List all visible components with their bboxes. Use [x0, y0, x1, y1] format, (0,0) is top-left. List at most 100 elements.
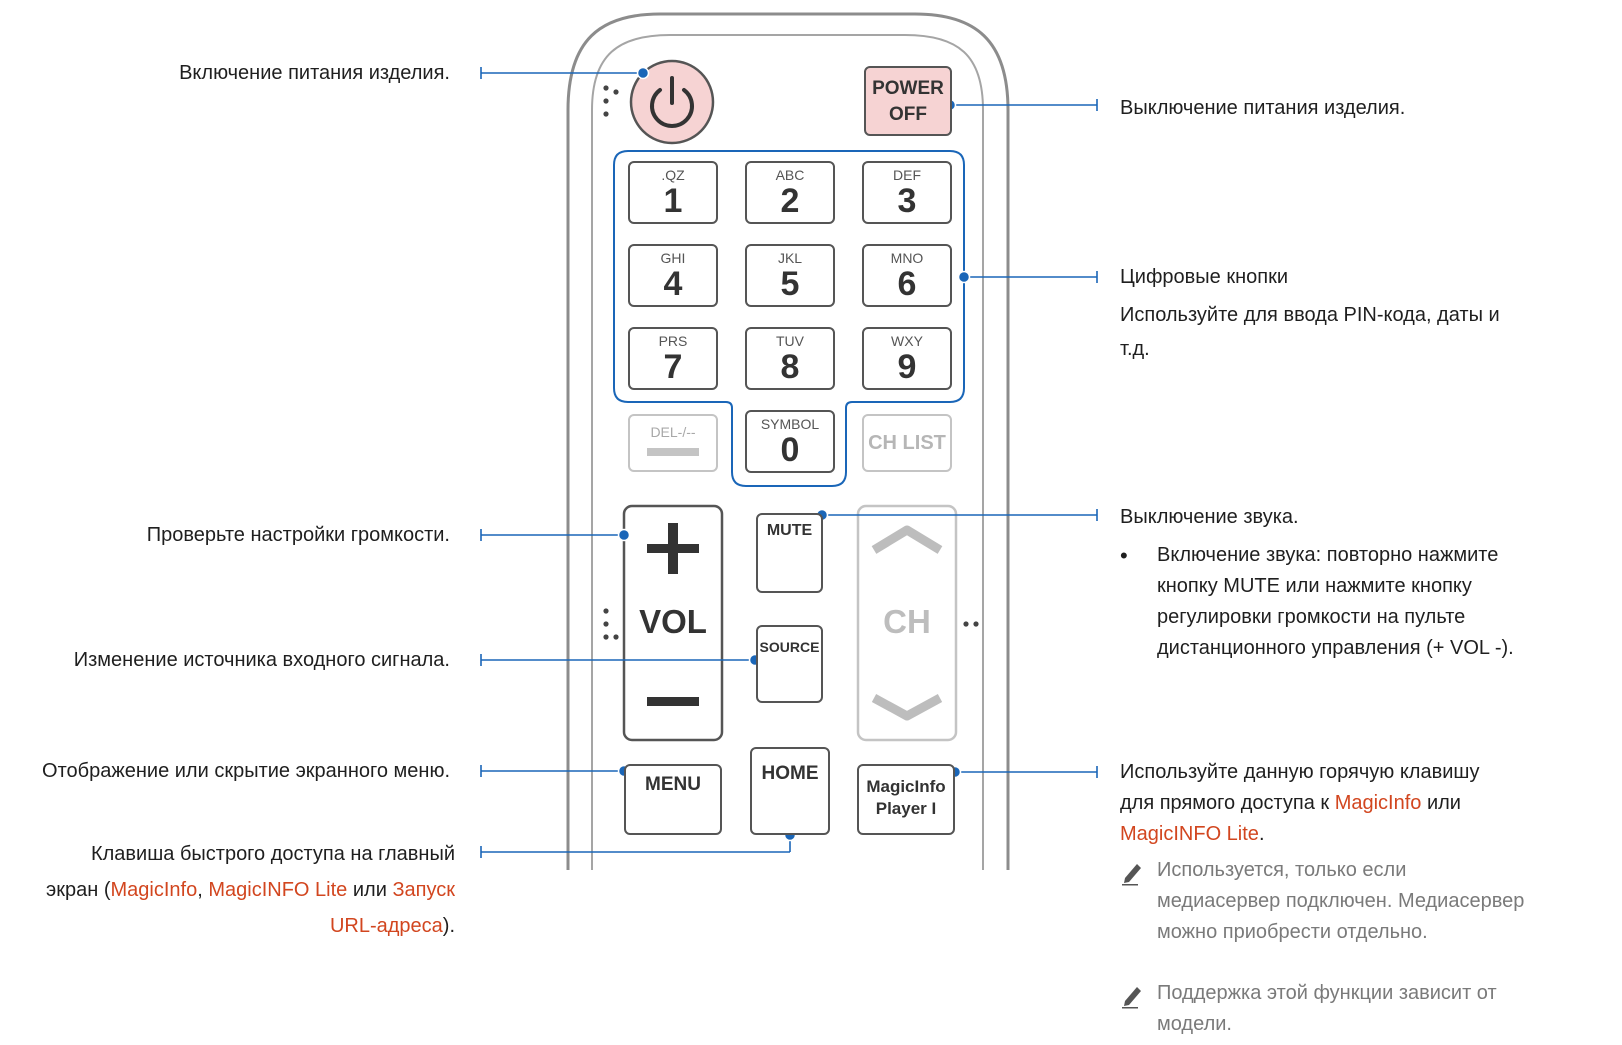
digit-group-outline	[613, 150, 965, 487]
power-icon	[650, 76, 694, 128]
digit-label: 4	[663, 265, 683, 303]
ch-list-label: CH LIST	[868, 432, 946, 454]
magic-text-end: .	[1258, 823, 1265, 845]
chevron-up-icon	[871, 525, 943, 554]
power-off-label-line2: OFF	[889, 104, 927, 125]
callout-home: Клавиша быстрого доступа на главный экра…	[0, 836, 455, 944]
digit-sub-label: MNO	[890, 250, 924, 266]
digit-6-button[interactable]: MNO 6	[862, 244, 952, 307]
del-bar-icon	[647, 448, 699, 456]
digit-9-button[interactable]: WXY 9	[862, 327, 952, 390]
digit-label: 9	[897, 348, 917, 386]
callout-home-line2: экран (MagicInfo, MagicINFO Lite или Зап…	[0, 872, 455, 908]
vol-label: VOL	[639, 603, 707, 640]
note-1-line2: медиасервер подключен. Медиасервер	[1157, 890, 1525, 912]
callout-magicinfo-line1: Используйте данную горячую клавишу	[1120, 761, 1480, 783]
callout-home-prefix: экран (	[46, 879, 111, 901]
del-button[interactable]: DEL-/--	[628, 414, 718, 472]
mute-button[interactable]: MUTE	[756, 513, 823, 593]
digit-label: 8	[780, 348, 800, 386]
callout-home-end: ).	[442, 915, 455, 937]
note-2-line1: Поддержка этой функции зависит от	[1157, 982, 1497, 1004]
home-label: HOME	[761, 763, 819, 784]
symbol-label: SYMBOL	[760, 416, 820, 432]
chevron-down-icon	[871, 694, 943, 721]
callout-magicinfo: Используйте данную горячую клавишу для п…	[1120, 757, 1615, 850]
link-url-launch[interactable]: Запуск	[392, 879, 455, 901]
source-button[interactable]: SOURCE	[756, 625, 823, 703]
callout-home-line3: URL-адреса).	[0, 908, 455, 944]
note-1-line3: можно приобрести отдельно.	[1157, 921, 1428, 943]
callout-mute-bullet-line3: регулировки громкости на пульте	[1157, 606, 1466, 628]
callout-mute: Выключение звука.	[1120, 500, 1615, 534]
callout-power-on-text: Включение питания изделия.	[179, 62, 450, 84]
digit-sub-label: WXY	[891, 333, 923, 349]
callout-power-on: Включение питания изделия.	[40, 56, 450, 90]
callout-home-or: или	[347, 879, 393, 901]
channel-rocker[interactable]	[856, 504, 958, 742]
volume-up-icon	[647, 523, 699, 574]
link-magicinfo[interactable]: MagicInfo	[110, 879, 198, 901]
callout-source: Изменение источника входного сигнала.	[0, 643, 450, 677]
digit-label: 3	[897, 182, 917, 220]
callout-home-line1: Клавиша быстрого доступа на главный	[90, 843, 455, 865]
digit-3-button[interactable]: DEF 3	[862, 161, 952, 224]
callout-digits-desc-line2: т.д.	[1120, 338, 1150, 360]
note-pencil-icon	[1122, 987, 1141, 1009]
mute-label: MUTE	[766, 522, 813, 539]
power-off-button[interactable]: POWER OFF	[864, 66, 952, 136]
digit-label: 7	[663, 348, 683, 386]
power-button[interactable]	[629, 59, 715, 145]
ch-list-button[interactable]: CH LIST	[862, 414, 952, 472]
digit-1-button[interactable]: .QZ 1	[628, 161, 718, 224]
vol-keyword: + VOL -	[1432, 637, 1502, 659]
digit-sub-label: JKL	[777, 250, 803, 266]
callout-menu-text: Отображение или скрытие экранного меню.	[42, 760, 450, 782]
callout-mute-bullet-line1: Включение звука: повторно нажмите	[1157, 544, 1499, 566]
digit-0-button[interactable]: SYMBOL 0	[745, 410, 835, 473]
magicinfo-label-line1: MagicInfo	[866, 777, 946, 796]
link-url-launch-cont[interactable]: URL-адреса	[329, 915, 443, 937]
power-off-label-line1: POWER	[872, 78, 944, 99]
callout-power-off-text: Выключение питания изделия.	[1120, 97, 1406, 119]
volume-rocker[interactable]	[622, 504, 724, 742]
note-pencil-icon	[1122, 864, 1141, 886]
magic-text-c: или	[1421, 792, 1461, 814]
digit-sub-label: ABC	[775, 167, 805, 183]
callout-digits-desc-line1: Используйте для ввода PIN-кода, даты и	[1120, 304, 1500, 326]
callout-mute-bullet: • Включение звука: повторно нажмите кноп…	[1120, 540, 1615, 664]
digit-5-button[interactable]: JKL 5	[745, 244, 835, 307]
mute-keyword: MUTE	[1223, 575, 1280, 597]
digit-8-button[interactable]: TUV 8	[745, 327, 835, 390]
digit-sub-label: GHI	[660, 250, 686, 266]
callout-magicinfo-line3: MagicINFO Lite.	[1120, 819, 1615, 850]
callout-home-sep: ,	[197, 879, 209, 901]
ch-label: CH	[883, 603, 931, 640]
menu-button[interactable]: MENU	[624, 764, 722, 835]
mute-text-d: дистанционного управления (	[1157, 637, 1433, 659]
callout-volume-text: Проверьте настройки громкости.	[146, 524, 450, 546]
mute-text-a: кнопку	[1157, 575, 1224, 597]
digit-sub-label: PRS	[658, 333, 688, 349]
digit-2-button[interactable]: ABC 2	[745, 161, 835, 224]
digit-sub-label: .QZ	[661, 167, 685, 183]
callout-mute-bullet-line2: кнопку MUTE или нажмите кнопку	[1157, 571, 1615, 602]
digit-label: 0	[780, 431, 800, 469]
digit-label: 5	[780, 265, 800, 303]
link-magicinfo-right[interactable]: MagicInfo	[1334, 792, 1422, 814]
callout-mute-bullet-line4: дистанционного управления (+ VOL -).	[1157, 633, 1615, 664]
callout-digits-title: Цифровые кнопки	[1120, 266, 1289, 288]
magicinfo-player-button[interactable]: MagicInfo Player I	[857, 764, 955, 835]
link-magicinfo-lite-right[interactable]: MagicINFO Lite	[1120, 823, 1259, 845]
home-button[interactable]: HOME	[750, 747, 830, 835]
link-magicinfo-lite[interactable]: MagicINFO Lite	[208, 879, 348, 901]
digit-label: 2	[780, 182, 800, 220]
digit-4-button[interactable]: GHI 4	[628, 244, 718, 307]
mute-text-c: или нажмите кнопку	[1279, 575, 1472, 597]
digit-sub-label: DEF	[893, 167, 921, 183]
callout-source-text: Изменение источника входного сигнала.	[73, 649, 450, 671]
digit-7-button[interactable]: PRS 7	[628, 327, 718, 390]
magic-text-a: для прямого доступа к	[1120, 792, 1335, 814]
